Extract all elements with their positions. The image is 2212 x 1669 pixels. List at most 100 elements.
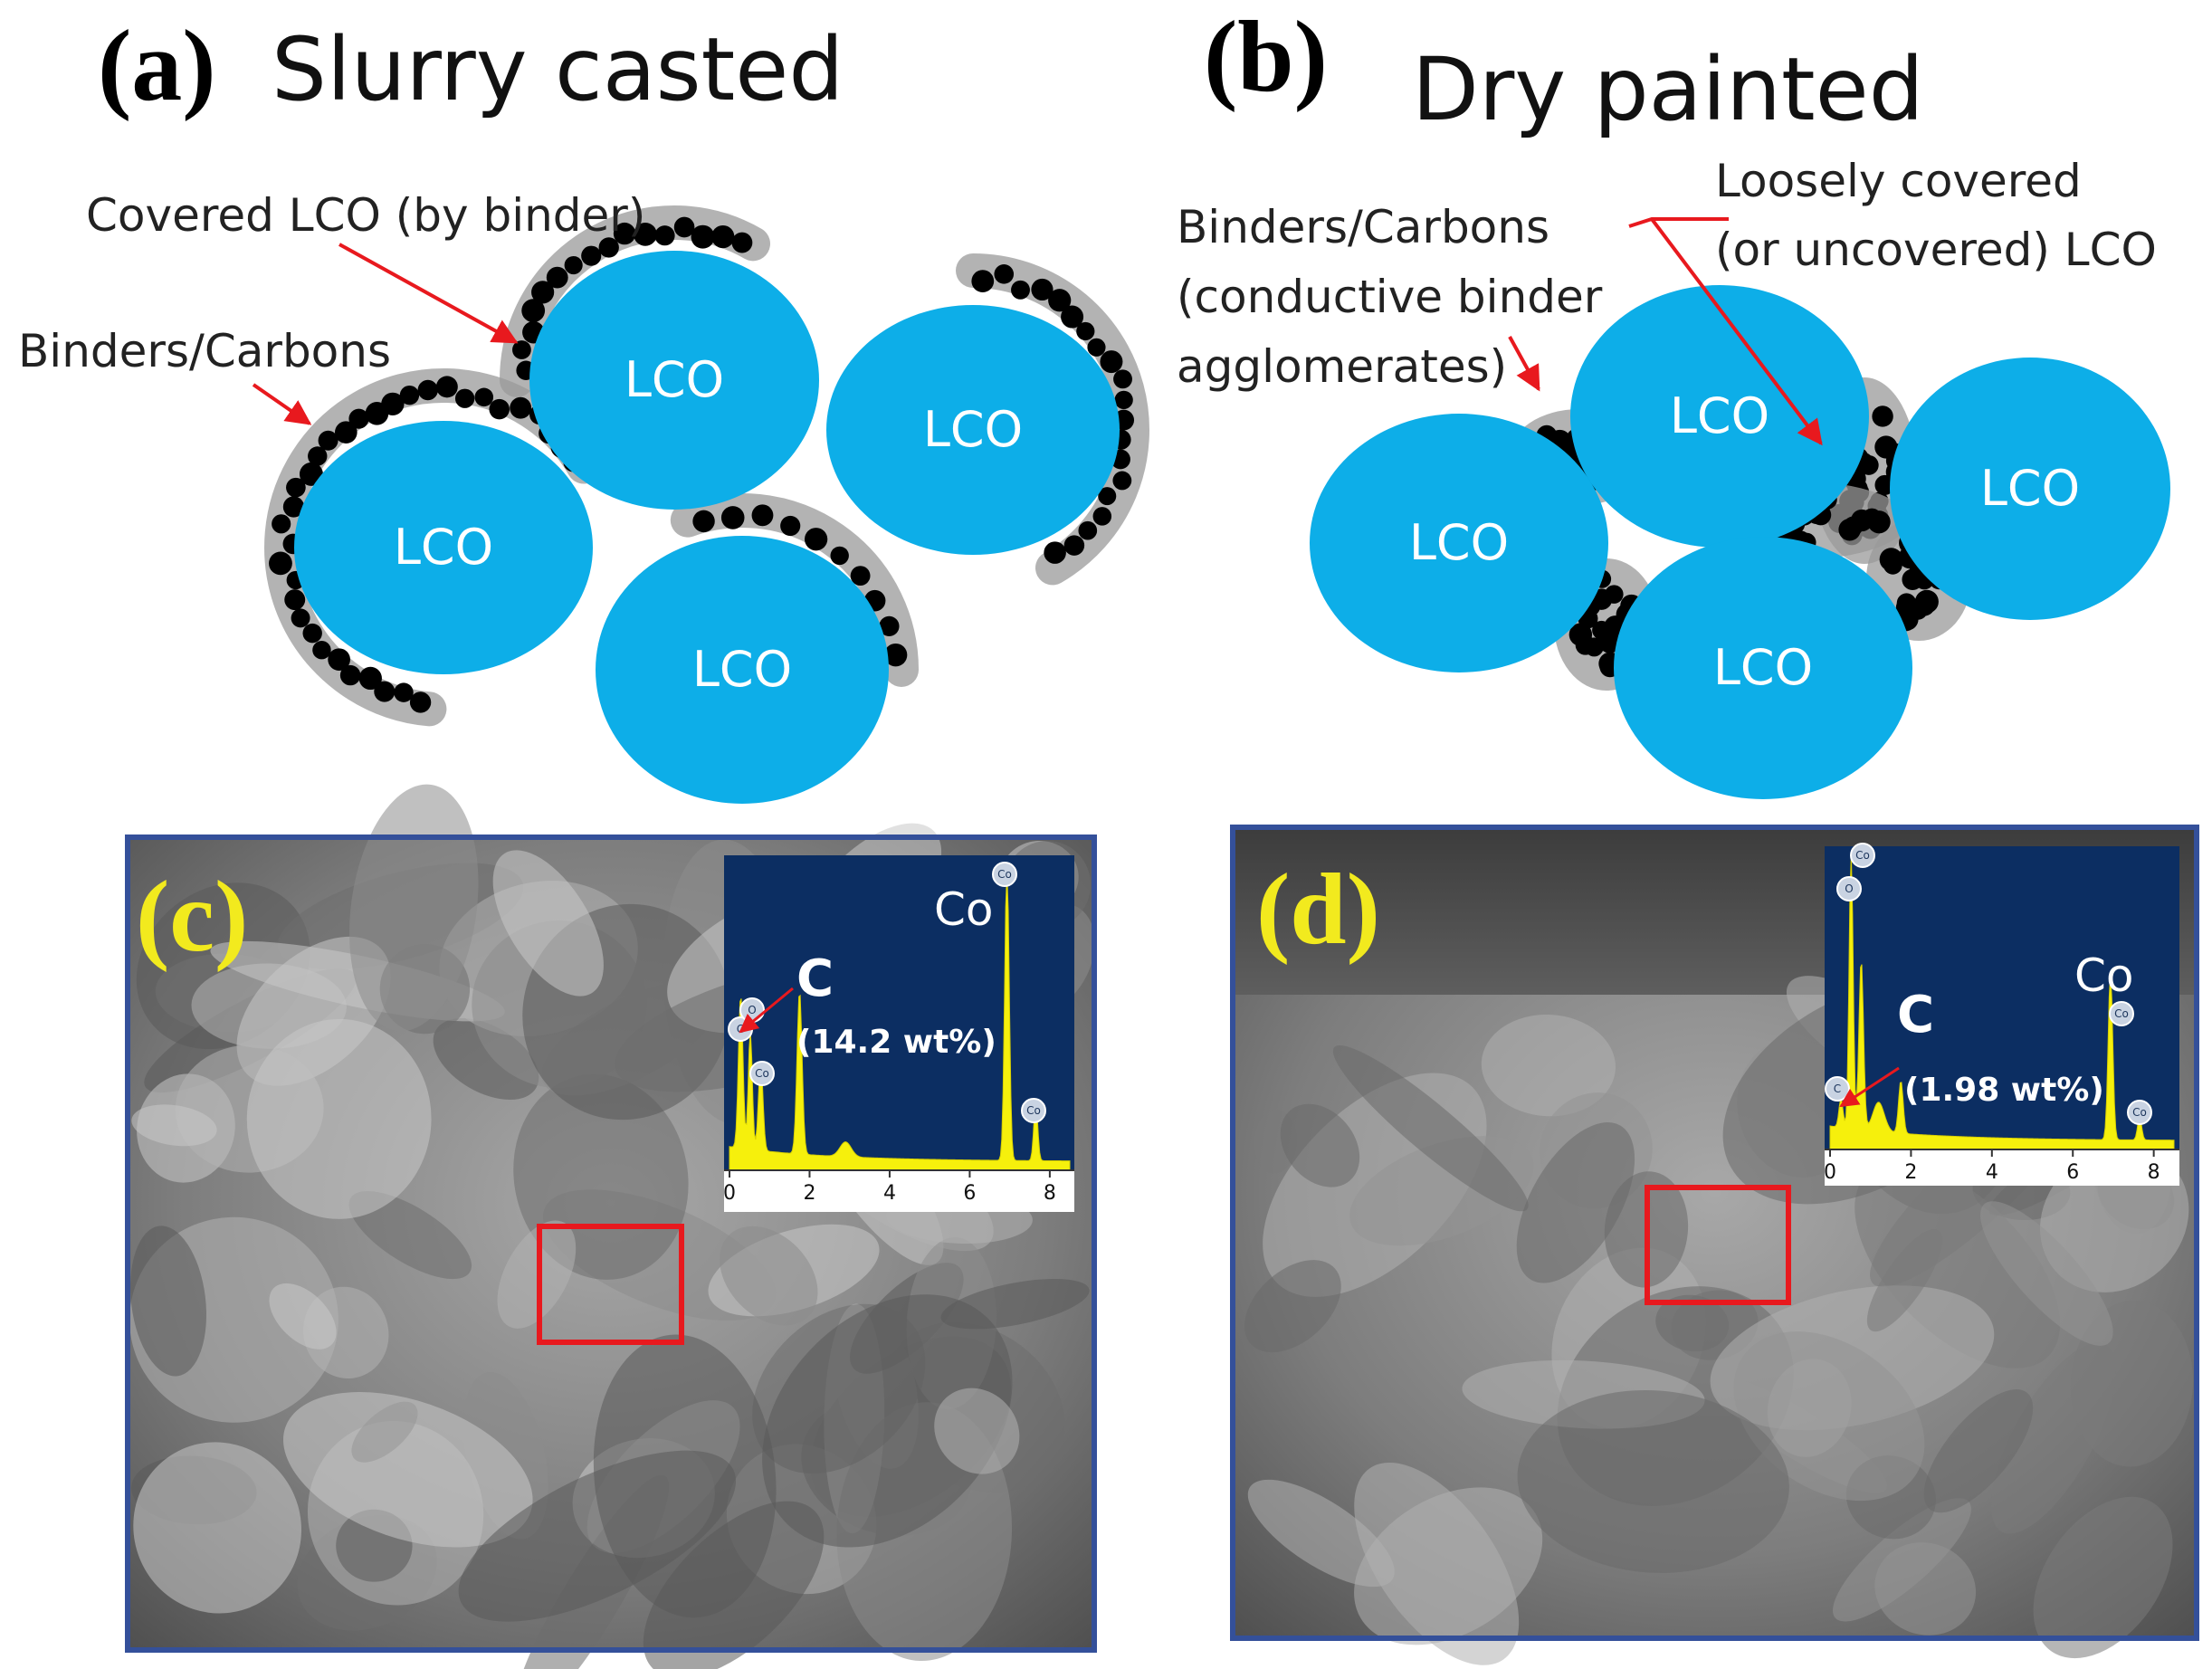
- lco-particle-b-1: LCO: [1310, 414, 1608, 672]
- sem-frame-c: [125, 834, 1097, 1653]
- binder-dot-a: [318, 430, 338, 451]
- sem-grain-d: [1280, 1103, 1360, 1187]
- eds-tick-label: 6: [963, 1182, 976, 1205]
- sem-grain-d: [1854, 1162, 2060, 1369]
- lco-particle-a-3: LCO: [826, 305, 1120, 555]
- eds-peak-marker: C: [1825, 1076, 1850, 1102]
- binder-dot-a: [512, 340, 531, 359]
- sem-grain-d: [1866, 1228, 1942, 1332]
- eds-tick-label: 2: [1904, 1161, 1917, 1184]
- eds-wt-label-c: (14.2 wt%): [796, 1024, 996, 1061]
- binder-dot-a: [804, 528, 828, 551]
- arrow-loose-lco: [1650, 217, 1823, 446]
- sem-grain-c: [458, 1450, 737, 1622]
- sem-grain-d: [1980, 1201, 2113, 1346]
- binder-agglomerate-b: [1879, 548, 1903, 572]
- binder-dot-a: [531, 281, 555, 304]
- binder-dot-a: [546, 266, 568, 289]
- binder-dot-a: [328, 648, 350, 672]
- binder-dot-a: [521, 299, 546, 323]
- binder-dot-a: [269, 551, 292, 576]
- sem-grain-d: [1923, 1389, 2034, 1513]
- sem-grain-c: [720, 1226, 818, 1326]
- binder-dot-a: [417, 379, 438, 401]
- panel-b-letter: (b): [1204, 1, 1328, 113]
- binder-dot-a: [581, 245, 602, 266]
- lco-particle-b-2: LCO: [1570, 285, 1869, 548]
- arrow-covered-lco: [338, 243, 519, 344]
- binder-dot-a: [1048, 289, 1072, 312]
- sem-grain-d: [1354, 1463, 1520, 1665]
- binder-agglomerate-b: [1872, 405, 1893, 427]
- binder-dot-a: [454, 388, 475, 408]
- panel-d-letter: (d): [1256, 854, 1380, 966]
- binder-dot-a: [1061, 305, 1084, 329]
- lco-particle-b-label: LCO: [1713, 639, 1813, 696]
- binder-dot-a: [634, 223, 657, 246]
- binder-dot-a: [358, 666, 382, 691]
- svg-text:Co: Co: [997, 868, 1012, 881]
- eds-spectrum-c: [729, 873, 1071, 1171]
- binder-dot-a: [1031, 278, 1054, 301]
- sem-grain-c: [762, 1294, 1013, 1548]
- binder-agglomerate-b: [1584, 637, 1604, 657]
- sem-grain-d: [1247, 1479, 1395, 1588]
- binder-dot-a: [654, 225, 675, 246]
- sem-grain-c: [497, 1220, 577, 1329]
- binder-dot-a: [731, 232, 753, 253]
- lco-particle-a-4: LCO: [596, 536, 889, 804]
- svg-text:C: C: [1834, 1082, 1841, 1095]
- annotation-binders-a: Binders/Carbons: [18, 325, 391, 377]
- sem-grain-d: [1517, 1389, 1789, 1573]
- eds-wt-label-d: (1.98 wt%): [1904, 1072, 2104, 1109]
- eds-c-label-d: C: [1897, 986, 1934, 1044]
- binder-dot-a: [971, 270, 995, 292]
- sem-grain-c: [348, 1190, 472, 1280]
- binder-dot-a: [1087, 338, 1106, 357]
- binder-dot-a: [883, 643, 908, 667]
- svg-text:Co: Co: [2132, 1106, 2147, 1119]
- eds-tick-label: 6: [2066, 1161, 2079, 1184]
- annotation-binders-b-line1: Binders/Carbons: [1177, 201, 1549, 253]
- binder-dot-a: [291, 608, 310, 628]
- panel-a-letter: (a): [98, 10, 216, 122]
- binder-agglomerate-b: [1867, 510, 1891, 534]
- eds-tick-label: 0: [1824, 1161, 1836, 1184]
- binder-dot-a: [312, 640, 331, 660]
- eds-peak-marker: O: [1836, 876, 1862, 901]
- svg-text:O: O: [1845, 882, 1853, 895]
- sem-grain-c: [282, 1392, 533, 1548]
- sem-grain-d: [2033, 1496, 2173, 1659]
- eds-background-d: [1825, 846, 2179, 1149]
- binder-dot-a: [489, 398, 510, 420]
- binder-dot-a: [348, 408, 369, 429]
- eds-peak-marker: Co: [1850, 843, 1875, 868]
- binder-dot-a: [1076, 321, 1095, 341]
- eds-peak-marker: Co: [749, 1061, 775, 1086]
- sem-grain-d: [1481, 1014, 1616, 1117]
- sem-grain-d: [1516, 1122, 1635, 1283]
- sem-grain-d: [1332, 1044, 1529, 1212]
- eds-co-label-d: Co: [2074, 949, 2134, 1002]
- binder-dot-a: [435, 376, 458, 398]
- annotation-loose-line2: (or uncovered) LCO: [1715, 224, 2157, 276]
- sem-grain-c: [492, 850, 604, 997]
- binder-dot-a: [1063, 535, 1085, 556]
- binder-dot-a: [1100, 350, 1123, 374]
- annotation-covered-lco: Covered LCO (by binder): [86, 189, 645, 242]
- binder-dot-a: [1092, 507, 1112, 526]
- binder-particles-a: [264, 205, 1149, 727]
- sem-frame-d: [1230, 825, 2199, 1641]
- binder-dot-a: [1078, 520, 1098, 540]
- eds-tick-label: 8: [2148, 1161, 2160, 1184]
- eds-background-c: [724, 855, 1074, 1170]
- binder-dot-a: [879, 615, 900, 637]
- binder-dot-a: [302, 623, 322, 644]
- binder-dot-a: [673, 216, 695, 238]
- binder-dot-a: [282, 496, 305, 518]
